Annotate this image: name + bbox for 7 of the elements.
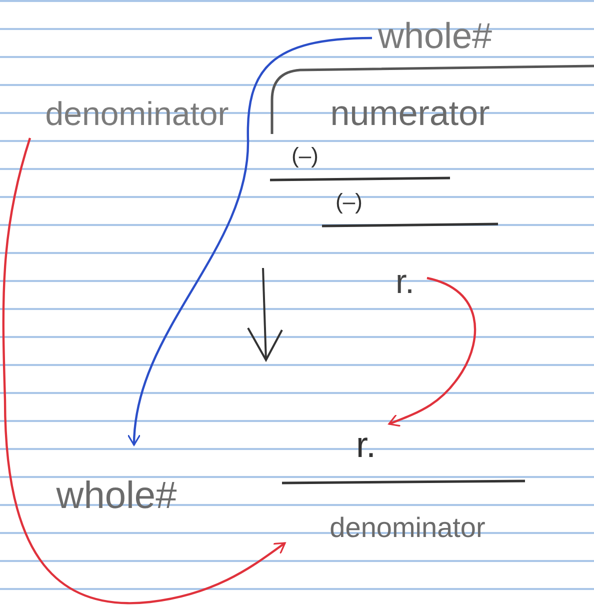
handwritten-label: (–) (336, 191, 362, 213)
handwritten-label: r. (396, 265, 414, 299)
curved-arrow (2, 138, 286, 604)
curved-arrow (388, 276, 476, 427)
curved-arrow (128, 36, 372, 446)
handwritten-label: r. (356, 427, 376, 463)
handwritten-label: (–) (292, 145, 318, 167)
